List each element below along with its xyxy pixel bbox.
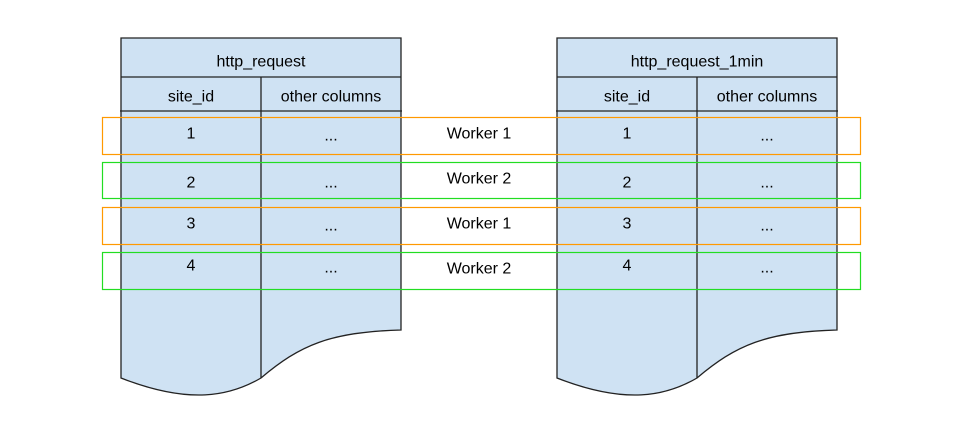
- cell: ...: [760, 260, 773, 277]
- cell: ...: [324, 260, 337, 277]
- cell: ...: [324, 128, 337, 145]
- cell: ...: [760, 175, 773, 192]
- column-header: site_id: [604, 89, 650, 106]
- worker-1-row-box: [101, 206, 862, 246]
- cell: ...: [324, 175, 337, 192]
- table-http-request: http_request site_id other columns 1 ...…: [120, 37, 402, 396]
- cell: 4: [623, 258, 632, 275]
- worker-label: Worker 2: [447, 171, 512, 188]
- cell: ...: [760, 128, 773, 145]
- table-title: http_request: [217, 54, 307, 71]
- cell: ...: [324, 218, 337, 235]
- cell: 1: [623, 126, 632, 143]
- worker-label: Worker 2: [447, 261, 512, 278]
- table-http-request-1min: http_request_1min site_id other columns …: [556, 37, 838, 396]
- cell: 2: [623, 175, 632, 192]
- cell: 4: [187, 258, 196, 275]
- worker-assignments: Worker 1 Worker 2 Worker 1 Worker 2: [101, 116, 862, 291]
- worker-label: Worker 1: [447, 216, 512, 233]
- cell: ...: [760, 218, 773, 235]
- column-header: other columns: [717, 89, 818, 106]
- cell: 3: [623, 216, 632, 233]
- worker-label: Worker 1: [447, 126, 512, 143]
- cell: 2: [187, 175, 196, 192]
- table-title: http_request_1min: [631, 54, 764, 71]
- cell: 3: [187, 216, 196, 233]
- worker-2-row-box: [101, 161, 862, 200]
- column-header: site_id: [168, 89, 214, 106]
- worker-2-row-box: [101, 251, 862, 291]
- cell: 1: [187, 126, 196, 143]
- column-header: other columns: [281, 89, 382, 106]
- worker-1-row-box: [101, 116, 862, 156]
